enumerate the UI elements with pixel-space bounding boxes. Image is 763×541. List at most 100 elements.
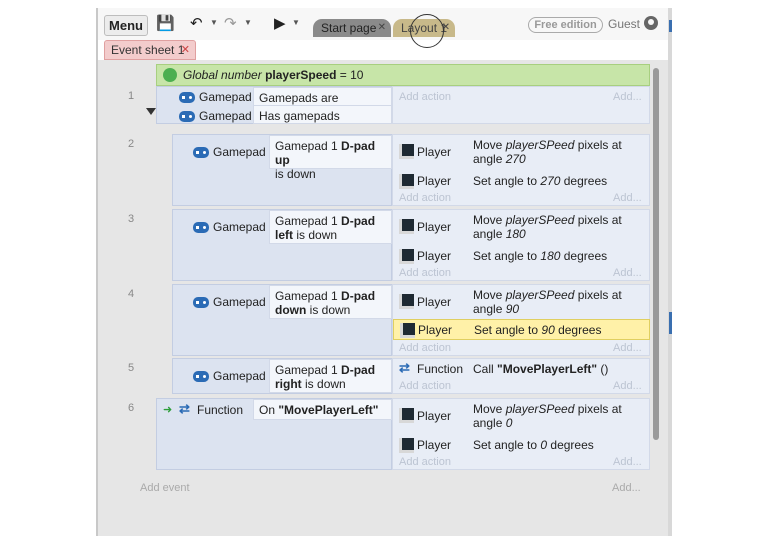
event-number: 6	[128, 402, 135, 414]
add-event-more-link[interactable]: Add...	[612, 482, 641, 494]
event-number: 3	[128, 213, 135, 225]
action-object: Player	[417, 145, 452, 159]
redo-icon[interactable]: ↷	[224, 15, 237, 32]
globe-icon	[163, 68, 177, 82]
save-icon[interactable]: 💾	[156, 15, 175, 32]
add-action-link[interactable]: Add action	[399, 456, 451, 468]
scrollbar-thumb[interactable]	[653, 68, 659, 440]
add-action-link[interactable]: Add action	[399, 342, 451, 354]
player-sprite-icon	[399, 294, 414, 309]
function-icon: ⇄	[399, 360, 410, 375]
add-action-link[interactable]: Add action	[399, 192, 451, 204]
player-sprite-icon	[399, 219, 414, 234]
condition-object: Gamepad	[199, 109, 252, 123]
action-object: Player	[417, 174, 452, 188]
free-edition-badge[interactable]: Free edition	[528, 17, 603, 33]
action-row[interactable]: ⇄ Function Call "MovePlayerLeft" ()	[393, 359, 650, 379]
condition-object: Gamepad	[213, 220, 266, 234]
action-object: Function	[417, 362, 464, 376]
tab-event-sheet-1[interactable]: Event sheet 1 ✕	[104, 40, 196, 60]
gamepad-icon	[179, 111, 195, 122]
user-account-icon[interactable]	[644, 16, 658, 30]
player-sprite-icon	[399, 174, 414, 189]
add-action-link[interactable]: Add action	[399, 380, 451, 392]
event-6-conditions[interactable]: ➜ ⇄ Function On "MovePlayerLeft"	[156, 398, 392, 470]
action-row[interactable]: Player Set angle to 270 degrees	[393, 169, 650, 193]
condition-object: Function	[197, 403, 244, 417]
close-icon[interactable]: ✕	[377, 22, 386, 33]
construct-editor-window: Menu 💾 ↶ ▼ ↷ ▼ ▶ ▼ Start page ✕ Layout 1…	[96, 8, 668, 536]
gamepad-icon	[193, 371, 209, 382]
play-icon[interactable]: ▶	[274, 15, 286, 32]
action-object: Player	[417, 249, 452, 263]
side-panel-marker	[669, 312, 672, 334]
event-sheet-tab-label: Event sheet 1	[111, 43, 185, 57]
window-edge	[668, 8, 672, 536]
add-more-link[interactable]: Add...	[613, 267, 642, 279]
gamepad-icon	[193, 222, 209, 233]
action-text: Call "MovePlayerLeft" ()	[473, 362, 609, 376]
action-object: Player	[417, 438, 452, 452]
condition-object: Gamepad	[213, 369, 266, 383]
add-more-link[interactable]: Add...	[613, 91, 642, 103]
side-panel-marker	[669, 20, 672, 32]
trigger-arrow-icon: ➜	[163, 404, 173, 416]
cursor-highlight-ring	[410, 14, 444, 48]
player-sprite-icon	[399, 144, 414, 159]
add-event-link[interactable]: Add event	[140, 482, 190, 494]
menu-button[interactable]: Menu	[104, 15, 148, 36]
global-variable-row[interactable]: Global number playerSpeed = 10	[156, 64, 650, 86]
add-action-link[interactable]: Add action	[399, 91, 451, 103]
player-sprite-icon	[399, 249, 414, 264]
play-dropdown-icon[interactable]: ▼	[292, 18, 300, 27]
event-5-actions: ⇄ Function Call "MovePlayerLeft" () Add …	[392, 358, 650, 394]
close-icon[interactable]: ✕	[180, 44, 190, 56]
condition-object: Gamepad	[213, 295, 266, 309]
add-more-link[interactable]: Add...	[613, 192, 642, 204]
action-object: Player	[417, 295, 452, 309]
close-icon[interactable]: ✕	[441, 22, 450, 33]
event-1-conditions[interactable]: Gamepad Gamepad Gamepads are supported H…	[156, 86, 392, 124]
event-1-actions: Add action Add...	[392, 86, 650, 124]
event-number: 1	[128, 90, 135, 102]
tab-start-page[interactable]: Start page ✕	[313, 19, 391, 37]
player-sprite-icon	[399, 408, 414, 423]
player-sprite-icon	[400, 323, 415, 338]
action-row[interactable]: Player Set angle to 180 degrees	[393, 244, 650, 268]
collapse-arrow-icon[interactable]	[146, 108, 156, 115]
condition-text[interactable]: On "MovePlayerLeft"	[253, 399, 392, 420]
guest-label[interactable]: Guest	[608, 17, 641, 31]
add-action-link[interactable]: Add action	[399, 267, 451, 279]
main-toolbar: Menu 💾 ↶ ▼ ↷ ▼ ▶ ▼ Start page ✕ Layout 1…	[98, 8, 668, 48]
undo-dropdown-icon[interactable]: ▼	[210, 18, 218, 27]
add-more-link[interactable]: Add...	[613, 380, 642, 392]
condition-text[interactable]: Gamepads are supported	[253, 87, 392, 119]
undo-icon[interactable]: ↶	[190, 15, 203, 32]
add-more-link[interactable]: Add...	[613, 456, 642, 468]
condition-text[interactable]: Has gamepads	[253, 105, 392, 124]
condition-object: Gamepad	[213, 145, 266, 159]
add-more-link[interactable]: Add...	[613, 342, 642, 354]
event-number: 2	[128, 138, 135, 150]
action-row[interactable]: Player Set angle to 0 degrees	[393, 433, 650, 457]
action-row-selected[interactable]: Player Set angle to 90 degrees	[393, 319, 650, 340]
redo-dropdown-icon[interactable]: ▼	[244, 18, 252, 27]
